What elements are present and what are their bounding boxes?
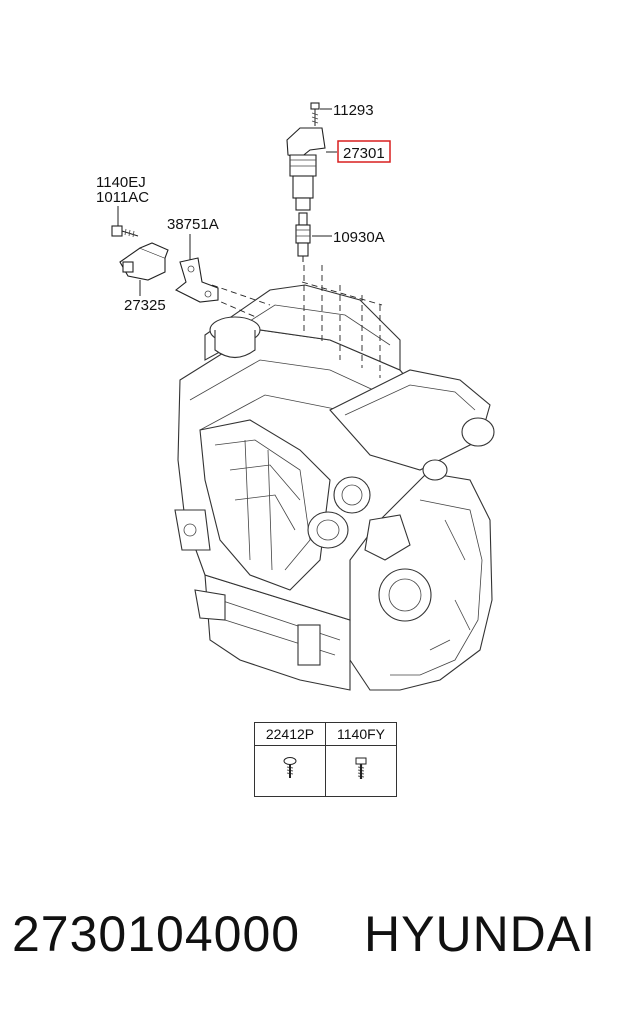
- bolt-11293-icon[interactable]: [310, 102, 320, 126]
- legend-cell-1140fy: [325, 745, 397, 797]
- callout-27325[interactable]: 27325: [124, 297, 166, 314]
- brand-name: HYUNDAI: [364, 906, 597, 962]
- bolt-icon: [355, 757, 367, 779]
- bracket-38751a-icon[interactable]: [174, 257, 219, 303]
- spark-plug-10930a-icon[interactable]: [295, 212, 311, 262]
- legend-header-22412p[interactable]: 22412P: [254, 722, 326, 746]
- callout-11293[interactable]: 11293: [333, 102, 374, 119]
- parts-diagram: 11293 27301 10930A 1140EJ 1011AC 27325: [96, 102, 495, 691]
- legend-header-1140fy[interactable]: 1140FY: [325, 722, 397, 746]
- engine-assembly: [174, 284, 495, 691]
- callout-27301[interactable]: 27301: [343, 145, 385, 162]
- assembly-leader-lines: [211, 265, 383, 378]
- callout-27301-highlight: [337, 140, 391, 163]
- callout-1011ac[interactable]: 1011AC: [96, 189, 149, 206]
- legend-cell-22412p: [254, 745, 326, 797]
- screw-icon: [283, 756, 297, 778]
- callout-38751a[interactable]: 38751A: [167, 216, 219, 233]
- footer: 2730104000 HYUNDAI: [0, 905, 620, 975]
- part-number: 2730104000: [12, 906, 301, 962]
- knock-sensor-27325-icon[interactable]: [119, 242, 169, 281]
- bolt-1140ej-icon[interactable]: [111, 225, 139, 238]
- hardware-legend-table: 22412P 1140FY: [254, 722, 397, 797]
- ignition-coil-27301-icon[interactable]: [286, 127, 326, 211]
- callout-1140ej[interactable]: 1140EJ: [96, 174, 146, 191]
- callout-10930a[interactable]: 10930A: [333, 229, 385, 246]
